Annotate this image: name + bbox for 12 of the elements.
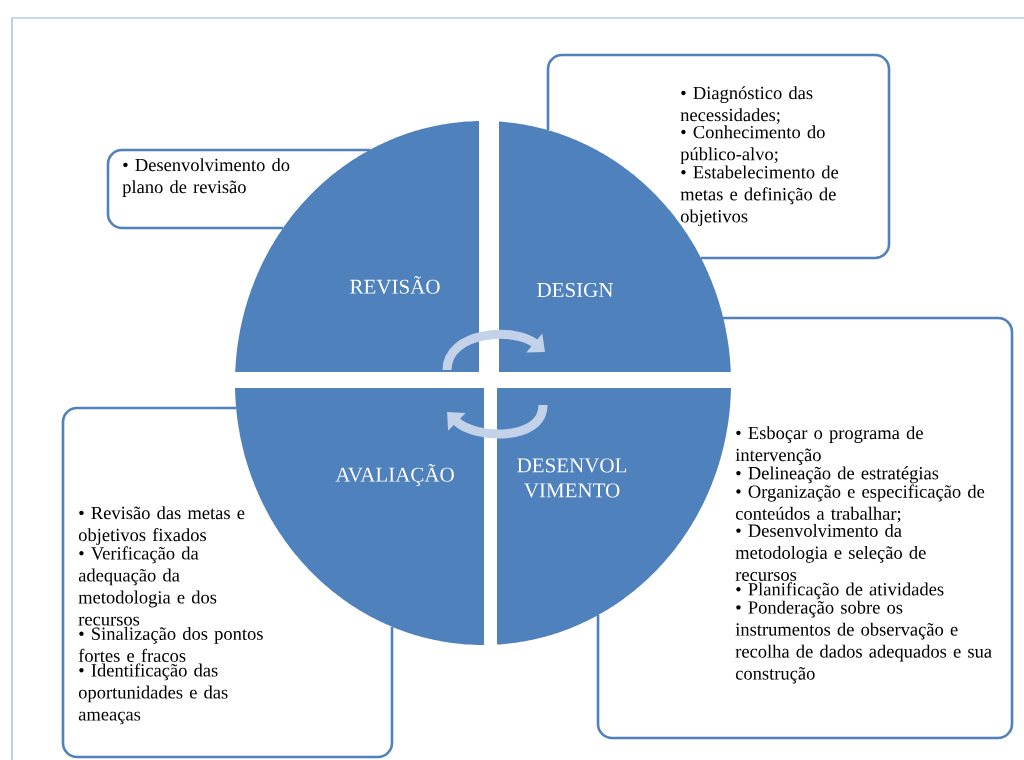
bullet-item: • Identificação das oportunidades e das ameaças (78, 663, 228, 725)
cycle-arrow (447, 404, 548, 439)
bullet-item: • Organização e especificação de conteúdos a trabalhar; (735, 484, 985, 523)
bullet-item: • Ponderação sobre os instrumentos de observação e recolha de dados adequados e sua construção (735, 600, 992, 684)
callout-box (546, 53, 891, 260)
quadrant-segment: DESENVOL VIMENTO (497, 388, 731, 645)
bullet-item: • Delineação de estratégias (736, 466, 939, 484)
bullet-item: • Esboçar o programa de intervenção (735, 426, 923, 465)
bullet-item: • Desenvolvimento da metodologia e seleção de recursos (735, 523, 926, 581)
callout-box (106, 148, 370, 230)
bullet-item: • Diagnóstico das necessidades; (680, 86, 813, 124)
bullet-item: • Planificação de atividades (736, 582, 944, 600)
